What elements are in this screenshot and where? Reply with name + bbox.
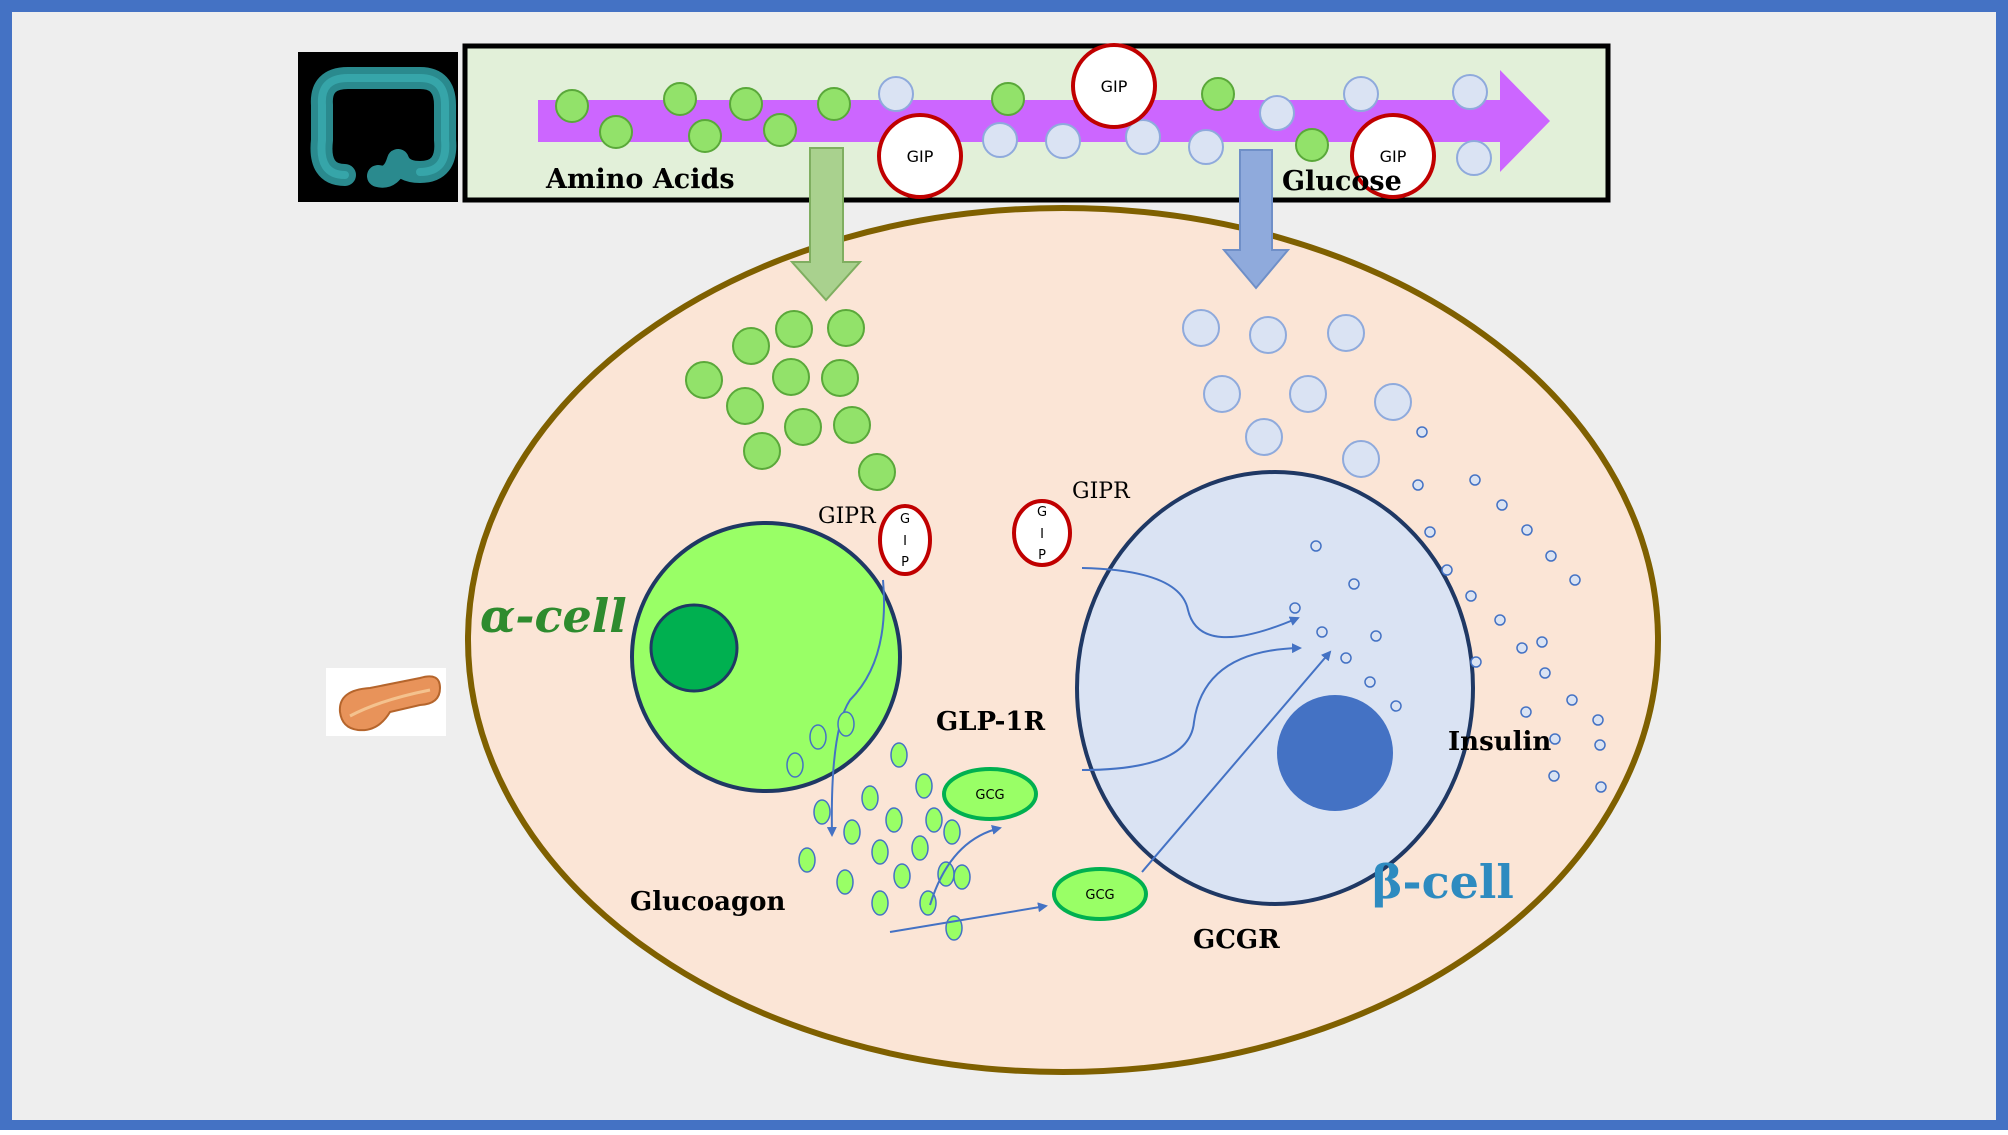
alpha-signal-arrow <box>826 579 886 837</box>
gip-letter-i: I <box>903 534 907 549</box>
glp1r-label: GLP-1R <box>936 707 1045 737</box>
alpha-cell-label: α-cell <box>480 589 627 643</box>
lumen-glucose <box>878 74 1492 176</box>
alpha-cell-nucleus <box>649 603 739 693</box>
alpha-cell <box>630 521 902 793</box>
gip-letter-g: G <box>1037 505 1047 520</box>
insulin-granules-intracellular <box>1289 540 1402 712</box>
insulin-label: Insulin <box>1448 727 1551 757</box>
glucose-label: Glucose <box>1282 166 1402 197</box>
gip-receptor-bound-beta: G I P <box>1012 499 1072 567</box>
glucagon-to-glp1r-arrow <box>929 825 1002 906</box>
beta-cell-nucleus <box>1277 695 1393 811</box>
gip-letter-i: I <box>1040 527 1044 542</box>
gip-receptor-bound-alpha: G I P <box>878 504 932 576</box>
gip-letter-p: P <box>901 555 909 570</box>
gcgr-label: GCGR <box>1193 925 1280 955</box>
intestine-icon <box>298 52 458 202</box>
beta-glp1-signal-arrow <box>1081 643 1302 771</box>
gipr-beta-label: GIPR <box>1072 479 1131 504</box>
gcg-label: GCG <box>975 788 1004 803</box>
glucose-absorption-arrow <box>1221 149 1291 290</box>
gcg-label: GCG <box>1085 888 1114 903</box>
islet-glucose <box>1182 309 1412 478</box>
gip-label: GIP <box>1380 147 1407 166</box>
beta-cell <box>1075 470 1475 906</box>
beta-cell-label: β-cell <box>1372 855 1514 909</box>
amino-acid-absorption-arrow <box>789 147 863 302</box>
gip-letter-g: G <box>900 512 910 527</box>
pancreas-icon <box>326 668 446 736</box>
gip-label: GIP <box>1101 77 1128 96</box>
lumen-amino-acids <box>555 77 1329 162</box>
nutrient-flow-arrow <box>538 70 1550 172</box>
gcg-gcgr: GCG <box>1052 867 1148 921</box>
gcg-glp1r: GCG <box>942 767 1038 821</box>
beta-gip-signal-arrow <box>1081 567 1300 639</box>
gip-label: GIP <box>907 147 934 166</box>
glucagon-label: Glucoagon <box>630 887 786 917</box>
gipr-alpha-label: GIPR <box>818 504 877 529</box>
gip-letter-p: P <box>1038 548 1046 563</box>
beta-gcgr-signal-arrow <box>1141 650 1332 873</box>
glucagon-granules <box>786 711 971 941</box>
glucagon-to-gcgr-arrow <box>889 902 1048 933</box>
islet-amino-acids <box>685 309 896 491</box>
amino-acids-label: Amino Acids <box>545 164 735 195</box>
insulin-granules-secreted <box>1412 426 1607 793</box>
lumen-gip: GIP GIP GIP <box>877 43 1436 199</box>
